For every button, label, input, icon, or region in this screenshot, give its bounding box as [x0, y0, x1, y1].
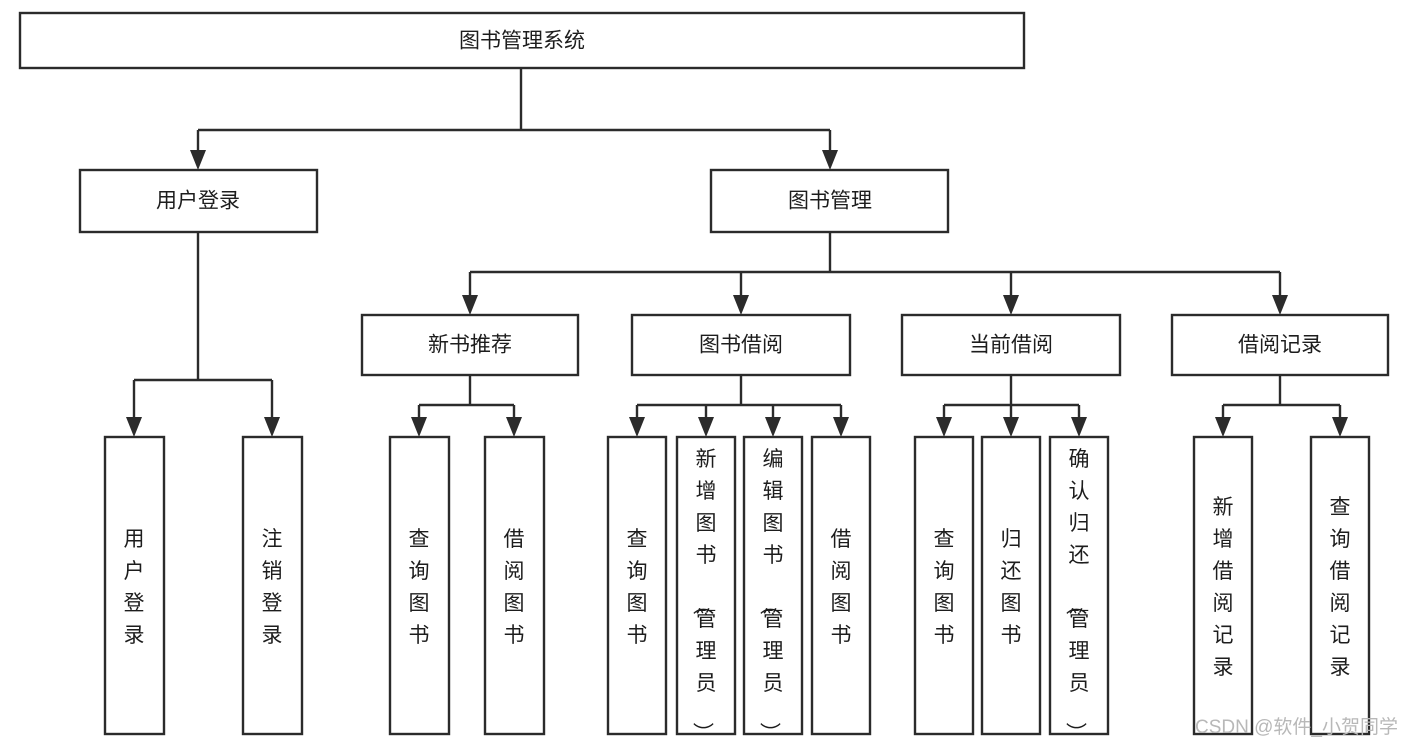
csdn-watermark: CSDN @软件_小贺同学: [1195, 716, 1398, 738]
leaf-br-1-label: 新增借阅记录: [1213, 496, 1234, 679]
leaf-node-user-login-1[interactable]: 用户登录: [103, 435, 166, 736]
leaf-node-new-book-recommend-2[interactable]: 借阅图书: [483, 435, 546, 736]
node-current-borrow[interactable]: 当前借阅: [900, 313, 1122, 377]
leaf-node-book-borrow-3[interactable]: 编辑图书（管理员）: [742, 435, 804, 743]
leaf-node-new-book-recommend-1[interactable]: 查询图书: [388, 435, 451, 736]
node-new-book-recommend[interactable]: 新书推荐: [360, 313, 580, 377]
connector-group-new-book-recommend: [411, 375, 522, 437]
node-book-management-label: 图书管理: [788, 190, 872, 213]
arrowhead-leaf-br-1: [1215, 417, 1231, 437]
arrowhead-leaf-nbr-2: [506, 417, 522, 437]
leaf-cb-3-label: 确认归还（管理员）: [1064, 448, 1090, 743]
connector-group-user-login: [126, 232, 280, 437]
leaf-bb-4-label: 借阅图书: [831, 528, 852, 647]
leaf-user-login-1-label: 用户登录: [124, 528, 145, 647]
leaf-bb-2-label: 新增图书（管理员）: [691, 448, 717, 743]
leaf-nbr-1-box: [388, 435, 451, 736]
leaf-nbr-2-box: [483, 435, 546, 736]
node-borrow-record[interactable]: 借阅记录: [1170, 313, 1390, 377]
connector-group-root: [190, 68, 838, 170]
node-book-borrow-box: [630, 313, 852, 377]
leaf-bb-2-box: [675, 435, 737, 736]
arrowhead-leaf-br-2: [1332, 417, 1348, 437]
node-book-borrow-label: 图书借阅: [699, 334, 783, 357]
leaf-nbr-1-label: 查询图书: [409, 528, 430, 647]
leaf-node-current-borrow-3[interactable]: 确认归还（管理员）: [1048, 435, 1110, 743]
arrowhead-leaf-bb-3: [765, 417, 781, 437]
node-book-management-box: [709, 168, 950, 234]
leaf-node-book-borrow-2[interactable]: 新增图书（管理员）: [675, 435, 737, 743]
leaf-cb-2-label: 归还图书: [1001, 528, 1022, 647]
arrowhead-leaf-cb-3: [1071, 417, 1087, 437]
connector-group-borrow-record: [1215, 375, 1348, 437]
node-current-borrow-box: [900, 313, 1122, 377]
leaf-br-1-box: [1192, 435, 1254, 736]
arrowhead-new-book-recommend: [462, 295, 478, 315]
arrowhead-leaf-user-login-1: [126, 417, 142, 437]
connector-group-book-borrow: [629, 375, 849, 437]
leaf-bb-4-box: [810, 435, 872, 736]
node-new-book-recommend-box: [360, 313, 580, 377]
arrowhead-leaf-bb-2: [698, 417, 714, 437]
connector-group-current-borrow: [936, 375, 1087, 437]
node-root-label: 图书管理系统: [459, 30, 585, 53]
leaf-node-borrow-record-2[interactable]: 查询借阅记录: [1309, 435, 1371, 736]
arrowhead-borrow-record: [1272, 295, 1288, 315]
leaf-br-2-box: [1309, 435, 1371, 736]
arrowhead-leaf-bb-1: [629, 417, 645, 437]
leaf-cb-2-box: [980, 435, 1042, 736]
arrowhead-book-mgmt: [822, 150, 838, 170]
arrowhead-leaf-bb-4: [833, 417, 849, 437]
leaf-bb-3-label: 编辑图书（管理员）: [758, 448, 784, 743]
node-user-login[interactable]: 用户登录: [78, 168, 319, 234]
node-book-borrow[interactable]: 图书借阅: [630, 313, 852, 377]
leaf-bb-1-label: 查询图书: [627, 528, 648, 647]
leaf-cb-1-box: [913, 435, 975, 736]
leaf-cb-3-box: [1048, 435, 1110, 736]
leaf-user-login-2-label: 注销登录: [262, 528, 283, 647]
leaf-cb-1-label: 查询图书: [934, 528, 955, 647]
arrowhead-current-borrow: [1003, 295, 1019, 315]
leaf-node-book-borrow-1[interactable]: 查询图书: [606, 435, 668, 736]
node-user-login-box: [78, 168, 319, 234]
leaf-br-2-label: 查询借阅记录: [1330, 496, 1351, 679]
node-root-system[interactable]: 图书管理系统: [18, 11, 1026, 70]
node-user-login-label: 用户登录: [156, 190, 240, 213]
node-borrow-record-label: 借阅记录: [1238, 334, 1322, 357]
connector-group-book-mgmt: [462, 232, 1288, 315]
arrowhead-leaf-nbr-1: [411, 417, 427, 437]
leaf-user-login-2-box: [241, 435, 304, 736]
leaf-user-login-1-box: [103, 435, 166, 736]
node-book-management[interactable]: 图书管理: [709, 168, 950, 234]
leaf-bb-3-box: [742, 435, 804, 736]
leaf-node-user-login-2[interactable]: 注销登录: [241, 435, 304, 736]
node-current-borrow-label: 当前借阅: [969, 334, 1053, 357]
node-new-book-recommend-label: 新书推荐: [428, 334, 512, 357]
node-borrow-record-box: [1170, 313, 1390, 377]
leaf-nbr-2-label: 借阅图书: [504, 528, 525, 647]
leaf-node-borrow-record-1[interactable]: 新增借阅记录: [1192, 435, 1254, 736]
leaf-node-current-borrow-1[interactable]: 查询图书: [913, 435, 975, 736]
arrowhead-book-borrow: [733, 295, 749, 315]
arrowhead-leaf-cb-2: [1003, 417, 1019, 437]
leaf-bb-1-box: [606, 435, 668, 736]
leaf-node-current-borrow-2[interactable]: 归还图书: [980, 435, 1042, 736]
arrowhead-leaf-cb-1: [936, 417, 952, 437]
arrowhead-leaf-user-login-2: [264, 417, 280, 437]
leaf-node-book-borrow-4[interactable]: 借阅图书: [810, 435, 872, 736]
node-root-box: [18, 11, 1026, 70]
arrowhead-user-login: [190, 150, 206, 170]
